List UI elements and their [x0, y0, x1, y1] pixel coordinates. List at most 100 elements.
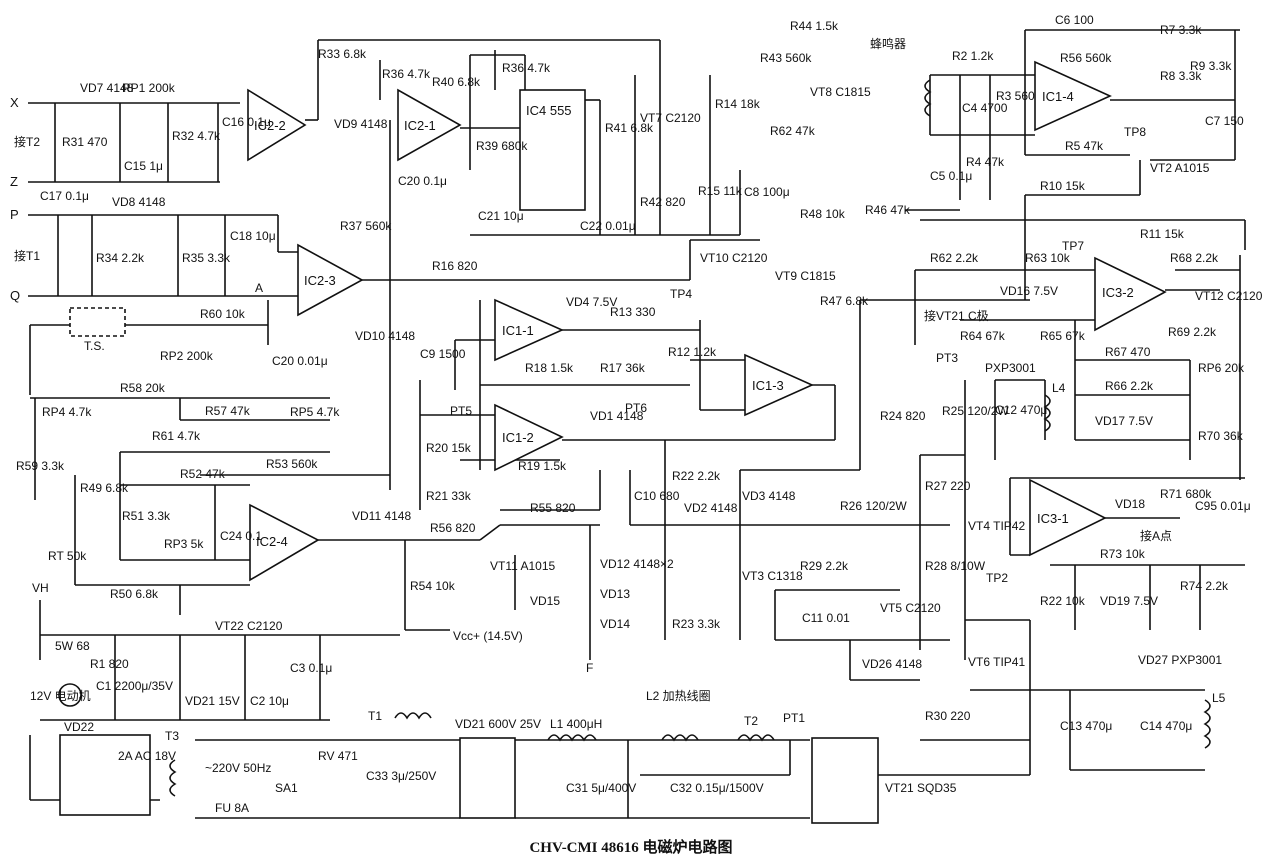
coil-t2 — [737, 734, 775, 742]
label-r12: R12 1.2k — [668, 345, 717, 359]
mains-label: ~220V 50Hz — [205, 761, 271, 775]
label-r13: R13 330 — [610, 305, 656, 319]
label-r34: R34 2.2k — [96, 251, 145, 265]
label-r70: R70 36k — [1198, 429, 1244, 443]
label-r36b: R36 4.7k — [502, 61, 551, 75]
buzzer-label: 蜂鸣器 — [870, 36, 906, 51]
label-r50: R50 6.8k — [110, 587, 159, 601]
label-vd3: VD3 4148 — [742, 489, 796, 503]
label-r56: R56 560k — [1060, 51, 1112, 65]
label-r33: R33 6.8k — [318, 47, 367, 61]
vh-label: VH — [32, 581, 49, 595]
label-r56b: R56 820 — [430, 521, 476, 535]
label-c31: C31 5μ/400V — [566, 781, 636, 795]
coil-t3 — [169, 759, 177, 797]
label-r74: R74 2.2k — [1180, 579, 1229, 593]
label-r18: R18 1.5k — [525, 361, 574, 375]
label-r30: R30 220 — [925, 709, 971, 723]
label-c12: C12 470μ — [995, 403, 1047, 417]
label-r48: R48 10k — [800, 207, 846, 221]
op-amp-ic3-2 — [1094, 256, 1167, 332]
label-vd4: VD4 7.5V — [566, 295, 617, 309]
op-amp-ic1-4 — [1034, 60, 1112, 132]
label-motor-resistor: 5W 68 — [55, 639, 90, 653]
label-vd8: VD8 4148 — [112, 195, 166, 209]
label-vd11: VD11 4148 — [352, 509, 411, 523]
label-tp7: TP7 — [1062, 239, 1084, 253]
label-c14: C14 470μ — [1140, 719, 1192, 733]
label-vd21-bridge: VD21 600V 25V — [455, 717, 541, 731]
label-tp6: PT6 — [625, 401, 647, 415]
label-r60: R60 10k — [200, 307, 246, 321]
label-ac18v: 2A AC 18V — [118, 749, 176, 763]
label-r15: R15 11k — [698, 184, 743, 198]
op-amp-ic2-1 — [397, 88, 462, 162]
tie-t2-label: 接T2 — [14, 134, 40, 149]
label-r55: R55 820 — [530, 501, 576, 515]
label-tp4: TP4 — [670, 287, 692, 301]
label-r65: R65 67k — [1040, 329, 1086, 343]
label-r7: R7 3.3k — [1160, 23, 1202, 37]
label-c32: C32 0.15μ/1500V — [670, 781, 764, 795]
label-r61: R61 4.7k — [152, 429, 201, 443]
label-r28: R28 8/10W — [925, 559, 986, 573]
label-r49: R49 6.8k — [80, 481, 129, 495]
label-t2: T2 — [744, 714, 758, 728]
label-rp4: RP4 4.7k — [42, 405, 92, 419]
label-vd7: VD7 4148 — [80, 81, 134, 95]
label-c16: C16 0.1μ — [222, 115, 271, 129]
label-c18: C18 10μ — [230, 229, 276, 243]
label-vt12: VT12 C2120 — [1195, 289, 1263, 303]
op-amp-ic2-2 — [247, 88, 307, 162]
label-r2: R2 1.2k — [952, 49, 994, 63]
label-r54: R54 10k — [410, 579, 456, 593]
label-sa1: SA1 — [275, 781, 298, 795]
label-r21: R21 33k — [426, 489, 472, 503]
label-t1: T1 — [368, 709, 382, 723]
label-r16: R16 820 — [432, 259, 478, 273]
label-tp2: TP2 — [986, 571, 1008, 585]
ic2-1-label: IC2-1 — [404, 118, 436, 133]
ic3-2-label: IC3-2 — [1102, 285, 1134, 300]
label-c8: C8 100μ — [744, 185, 790, 199]
label-rp3: RP3 5k — [164, 537, 204, 551]
ic1-4-label: IC1-4 — [1042, 89, 1074, 104]
label-fu: FU 8A — [215, 801, 249, 815]
label-vd22: VD22 — [64, 720, 94, 734]
coil-l5 — [1203, 699, 1211, 749]
label-rp1: RP1 200k — [122, 81, 176, 95]
tie-a-point-label: 接A点 — [1140, 528, 1172, 543]
label-r67: R67 470 — [1105, 345, 1151, 359]
label-c5: C5 0.1μ — [930, 169, 972, 183]
label-r31: R31 470 — [62, 135, 108, 149]
label-r59: R59 3.3k — [16, 459, 65, 473]
op-amp-ic1-1 — [494, 298, 564, 362]
label-vd16: VD16 7.5V — [1000, 284, 1058, 298]
label-c21: C21 10μ — [478, 209, 524, 223]
label-c1: C1 2200μ/35V — [96, 679, 173, 693]
label-c95: C95 0.01μ — [1195, 499, 1251, 513]
label-vd14: VD14 — [600, 617, 630, 631]
label-r19: R19 1.5k — [518, 459, 567, 473]
label-vt4: VT4 TIP42 — [968, 519, 1025, 533]
label-r62b: R62 2.2k — [930, 251, 979, 265]
thermal-switch-box — [69, 307, 126, 337]
label-r5: R5 47k — [1065, 139, 1104, 153]
label-r32: R32 4.7k — [172, 129, 221, 143]
label-r26: R26 120/2W — [840, 499, 907, 513]
label-vd10: VD10 4148 — [355, 329, 415, 343]
label-rp5: RP5 4.7k — [290, 405, 340, 419]
label-vd26: VD26 4148 — [862, 657, 922, 671]
label-r66: R66 2.2k — [1105, 379, 1154, 393]
label-vt22: VT22 C2120 — [215, 619, 283, 633]
label-vt10: VT10 C2120 — [700, 251, 768, 265]
igbt-vt21-box — [811, 737, 879, 824]
label-vt7: VT7 C2120 — [640, 111, 701, 125]
label-r39: R39 680k — [476, 139, 528, 153]
label-r27: R27 220 — [925, 479, 971, 493]
label-vd27: VD27 PXP3001 — [1138, 653, 1222, 667]
label-tp8: TP8 — [1124, 125, 1146, 139]
label-l4: L4 — [1052, 381, 1066, 395]
label-c33: C33 3μ/250V — [366, 769, 436, 783]
ic4-555-chip — [519, 89, 586, 211]
